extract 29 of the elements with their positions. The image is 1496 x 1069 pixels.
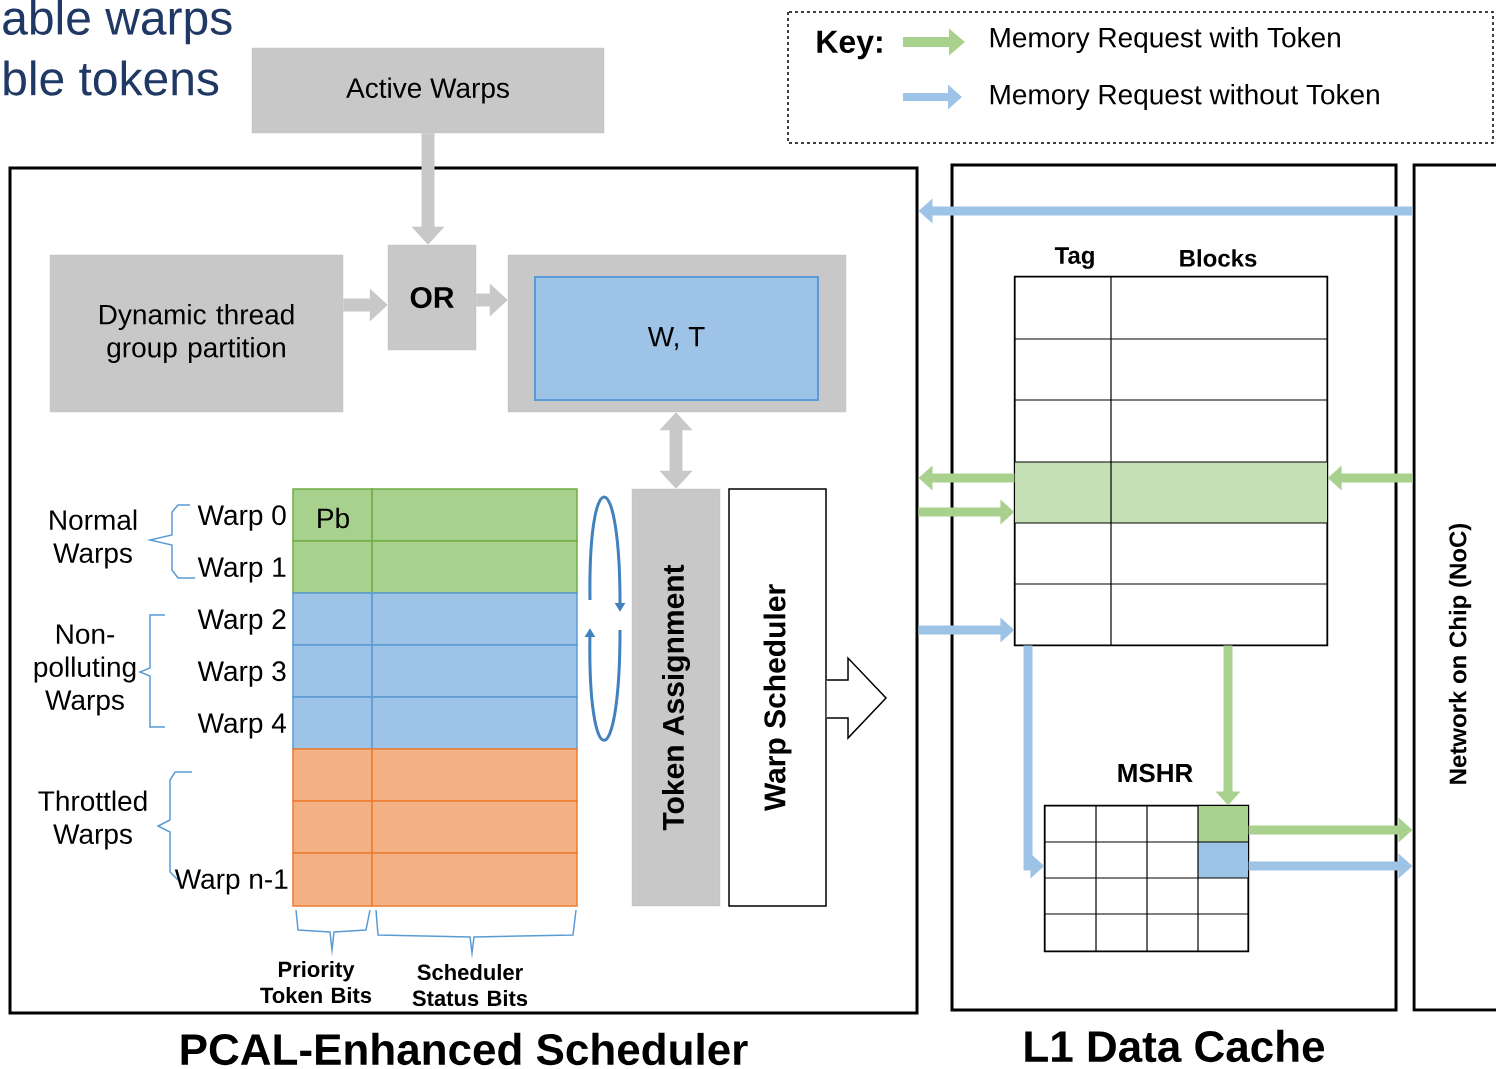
token-assignment-box: Token Assignment xyxy=(631,488,721,907)
warp-label: Warp 3 xyxy=(197,661,286,687)
group-label: Throttled Warps xyxy=(38,790,147,850)
warp-label: Warp 0 xyxy=(197,505,286,531)
process-box: Dynamic thread group partition xyxy=(49,254,344,413)
warp-label: Warp 1 xyxy=(197,557,286,583)
bits-label: Priority Token Bits xyxy=(260,960,372,1004)
frame-title: L1 Data Cache xyxy=(1025,1029,1325,1063)
table-heading: MSHR xyxy=(1118,763,1193,783)
block-arrow xyxy=(826,656,888,740)
group-label: Non- polluting Warps xyxy=(34,624,136,716)
bits-label: Scheduler Status Bits xyxy=(412,963,528,1007)
or-box: OR xyxy=(387,244,477,351)
legend-text: Memory Request with Token xyxy=(990,26,1340,54)
register-box: W, T xyxy=(534,276,819,401)
field-label: Pb xyxy=(318,507,349,529)
vertical-label: Network on Chip (NoC) xyxy=(1448,523,1472,784)
group-label: Normal Warps xyxy=(50,509,137,569)
frame-title: PCAL-Enhanced Scheduler xyxy=(181,1032,748,1066)
column-heading: Blocks xyxy=(1180,249,1257,267)
warp-scheduler-box: Warp Scheduler xyxy=(728,488,827,907)
legend-text: Memory Request without Token xyxy=(990,83,1379,111)
warp-label: Warp 4 xyxy=(197,713,286,739)
text-line: able warps xyxy=(3,0,232,45)
warp-label: Warp n-1 xyxy=(174,869,288,895)
warp-label: Warp 2 xyxy=(197,609,286,635)
column-heading: Tag xyxy=(1054,247,1094,269)
process-box: Active Warps xyxy=(251,47,605,134)
key-label: Key: xyxy=(817,30,882,60)
